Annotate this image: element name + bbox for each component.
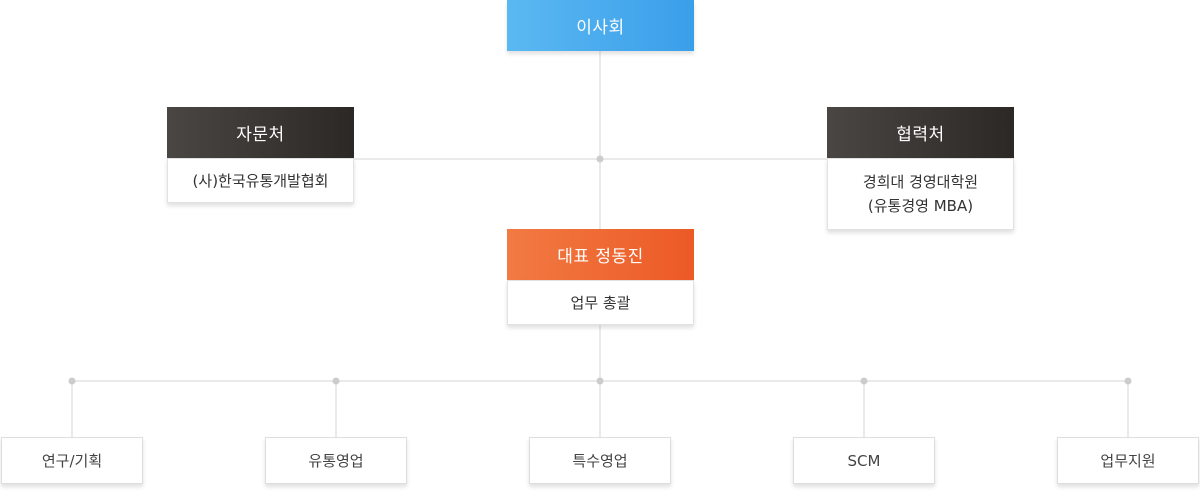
department-box: 특수영업 [529, 437, 671, 484]
partner-body-line-2: (유통경영 MBA) [867, 197, 974, 215]
advisory-body-line: (사)한국유통개발협회 [192, 171, 329, 190]
junction-dot-3 [596, 377, 604, 385]
department-label: 연구/기획 [41, 452, 103, 470]
department-box: 업무지원 [1057, 437, 1199, 484]
board-title: 이사회 [507, 0, 694, 51]
partner-title: 협력처 [827, 107, 1014, 158]
junction-dot-4 [860, 377, 868, 385]
department-box: SCM [793, 437, 935, 484]
department-label: 업무지원 [1100, 452, 1156, 470]
department-box: 연구/기획 [1, 437, 143, 484]
department-box: 유통영업 [265, 437, 407, 484]
department-label: SCM [847, 451, 881, 470]
board-node: 이사회 [507, 0, 694, 51]
junction-dot-2 [332, 377, 340, 385]
department-label: 유통영업 [308, 452, 364, 470]
ceo-card: 업무 총괄 [507, 280, 694, 325]
advisory-card: (사)한국유통개발협회 [167, 158, 354, 203]
junction-dot-1 [68, 377, 76, 385]
junction-dot-center [596, 155, 604, 163]
partner-body-line-1: 경희대 경영대학원 [862, 173, 979, 191]
partner-card: 경희대 경영대학원 (유통경영 MBA) [827, 158, 1014, 230]
advisory-node: 자문처 [167, 107, 354, 158]
partner-node: 협력처 [827, 107, 1014, 158]
junction-dot-5 [1124, 377, 1132, 385]
ceo-body: 업무 총괄 [570, 293, 631, 312]
advisory-title: 자문처 [167, 107, 354, 158]
ceo-node: 대표 정동진 [507, 229, 694, 280]
department-label: 특수영업 [572, 452, 628, 470]
ceo-title: 대표 정동진 [507, 229, 694, 280]
